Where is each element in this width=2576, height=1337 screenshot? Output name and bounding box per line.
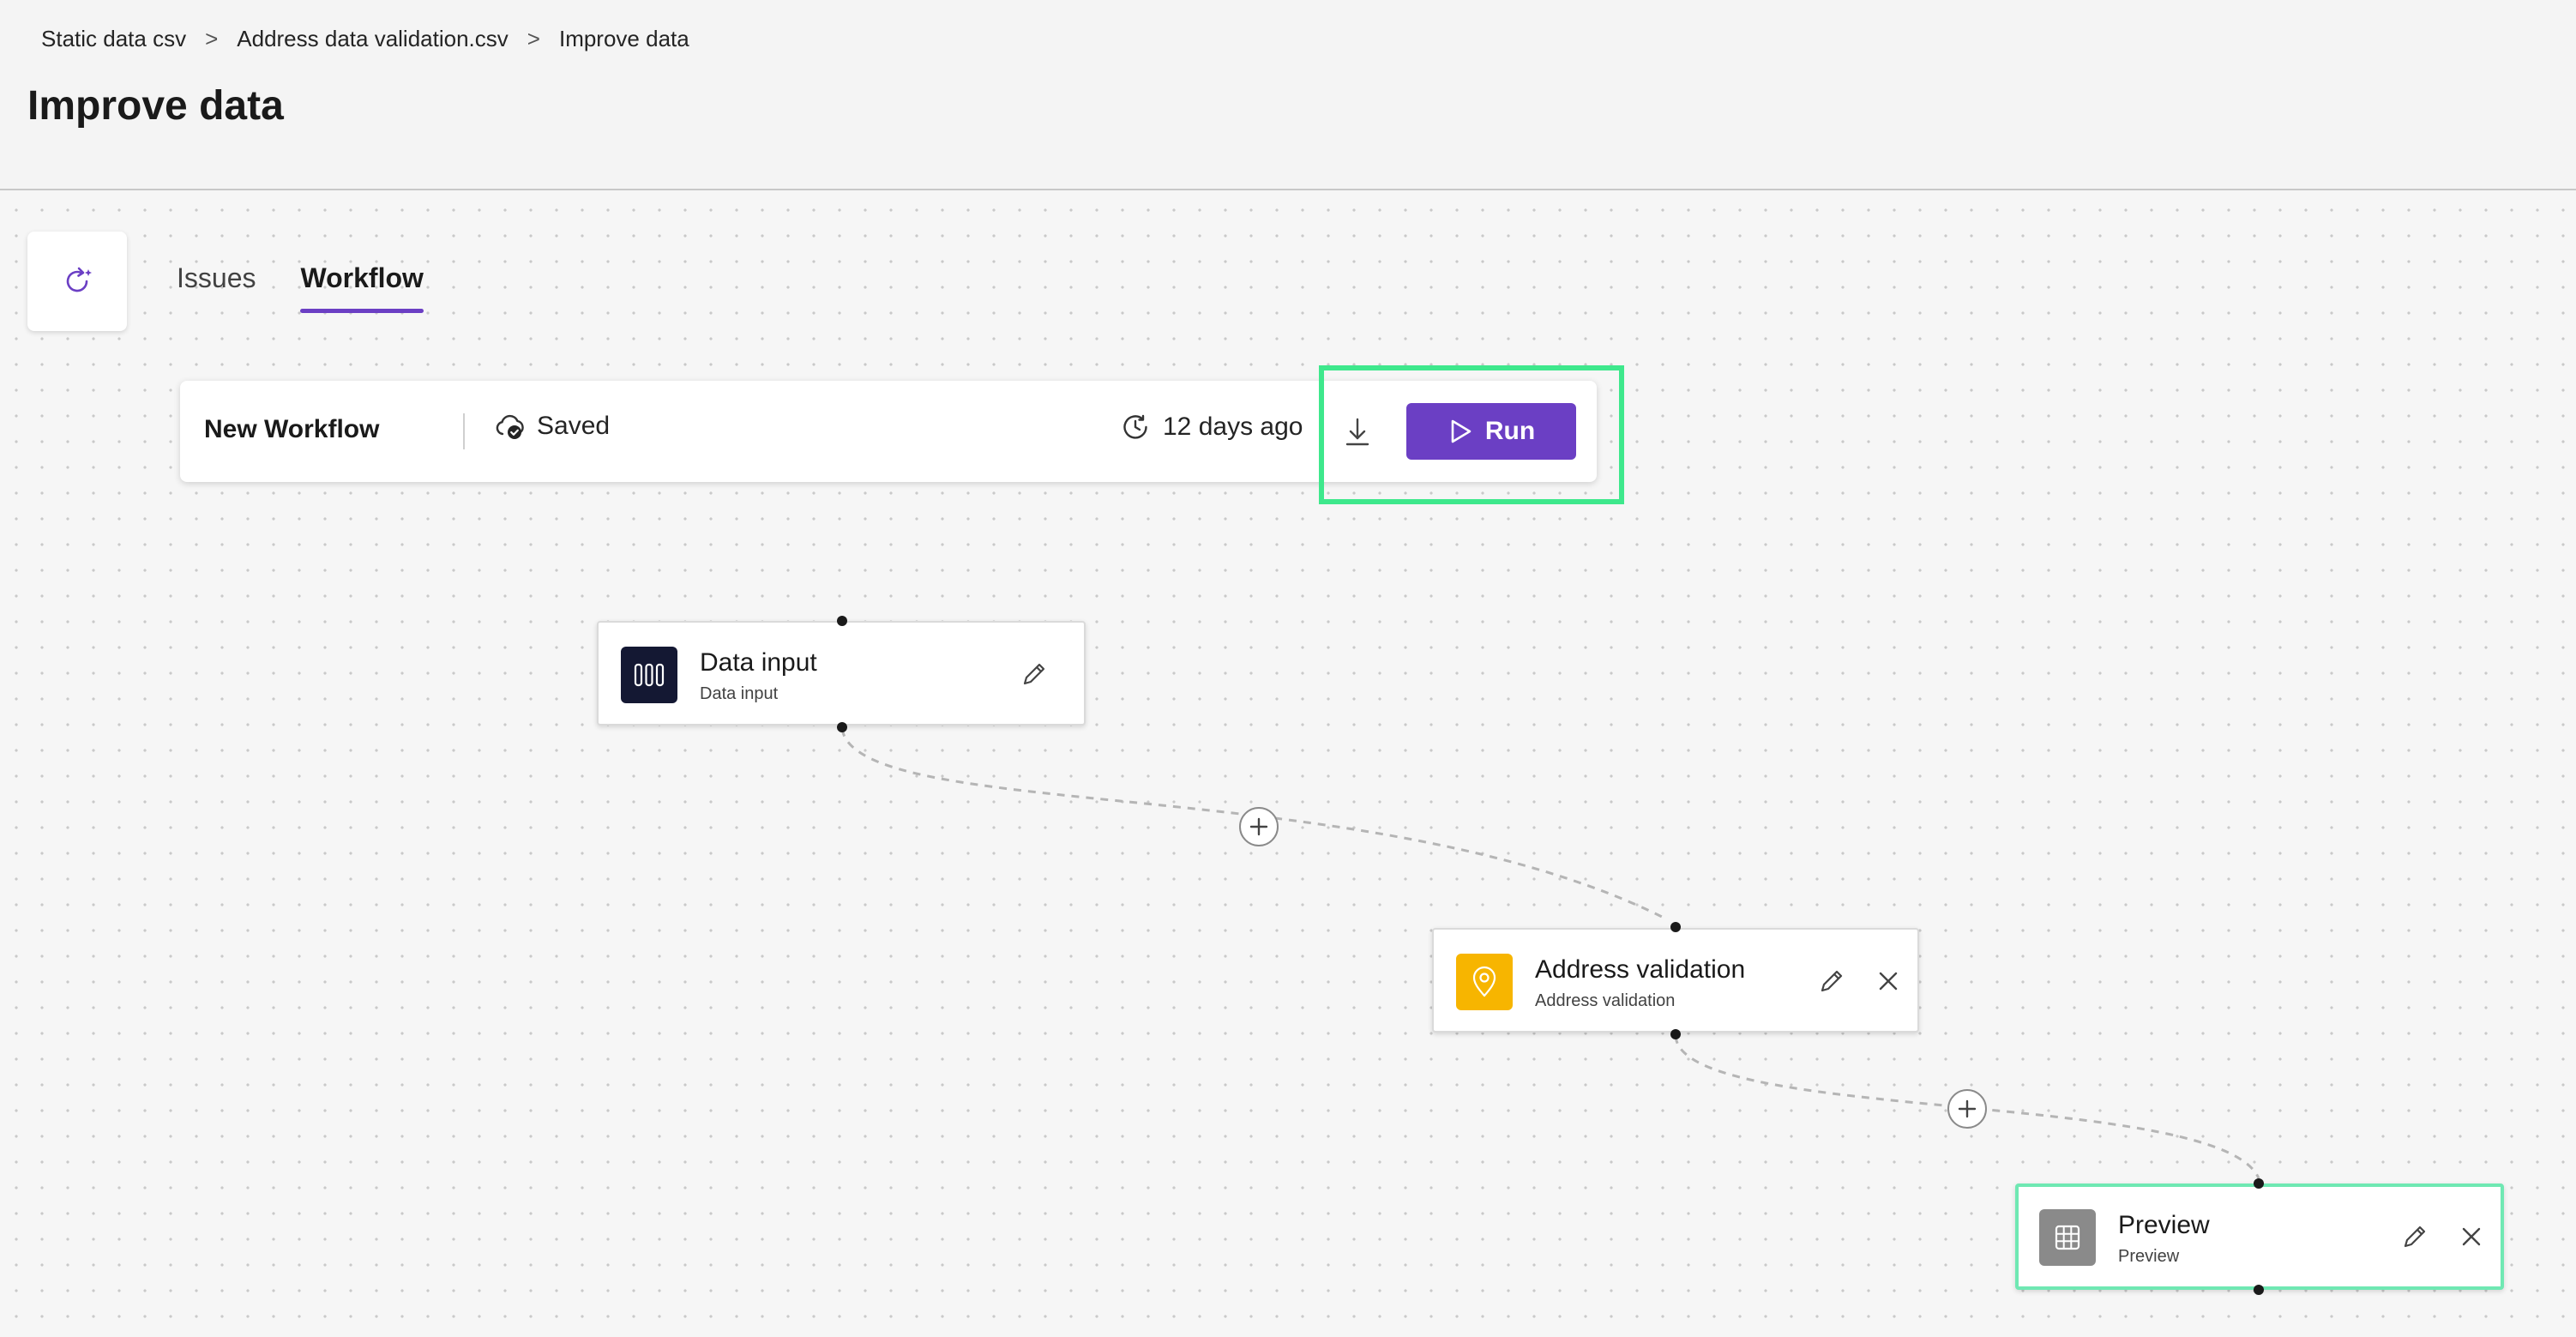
plus-icon — [1249, 817, 1268, 836]
node-output-port[interactable] — [2254, 1285, 2264, 1295]
cloud-check-icon — [496, 414, 524, 439]
table-grid-icon — [2039, 1209, 2096, 1266]
node-output-port[interactable] — [837, 722, 847, 732]
add-step-button[interactable] — [1239, 807, 1279, 846]
save-status-label: Saved — [537, 412, 611, 440]
save-status: Saved — [494, 412, 610, 441]
add-step-button[interactable] — [1947, 1089, 1987, 1129]
tab-bar: Issues Workflow — [177, 262, 424, 313]
pencil-icon — [1023, 663, 1045, 685]
refresh-button[interactable] — [27, 232, 127, 331]
tab-workflow[interactable]: Workflow — [300, 262, 424, 313]
edit-node-button[interactable] — [2396, 1218, 2434, 1256]
edit-node-button[interactable] — [1813, 962, 1851, 1000]
workflow-node-preview[interactable]: Preview Preview — [2015, 1183, 2504, 1290]
workflow-canvas[interactable] — [0, 190, 2576, 1337]
breadcrumb-separator: > — [527, 26, 540, 51]
node-title: Address validation — [1535, 955, 1746, 984]
node-input-port[interactable] — [837, 616, 847, 626]
node-input-port[interactable] — [2254, 1178, 2264, 1189]
download-button[interactable] — [1336, 410, 1379, 453]
plus-icon — [1958, 1099, 1977, 1118]
node-subtitle: Data input — [700, 684, 779, 703]
close-icon — [2462, 1227, 2481, 1246]
workflow-name[interactable]: New Workflow — [204, 415, 380, 443]
clock-icon — [1123, 414, 1147, 439]
last-modified-label: 12 days ago — [1163, 413, 1303, 441]
play-icon — [1451, 419, 1472, 443]
close-icon — [1879, 972, 1898, 991]
pencil-icon — [2404, 1226, 2426, 1248]
page-title: Improve data — [27, 83, 284, 129]
workflow-node-address-validation[interactable]: Address validation Address validation — [1432, 928, 1919, 1033]
breadcrumb: Static data csv > Address data validatio… — [41, 26, 689, 52]
pencil-icon — [1821, 970, 1843, 992]
breadcrumb-item-current: Improve data — [558, 26, 689, 51]
download-icon — [1345, 418, 1369, 446]
node-subtitle: Preview — [2118, 1247, 2180, 1266]
run-button-label: Run — [1484, 417, 1536, 445]
workflow-toolbar: New Workflow Saved 12 days ago Run — [180, 381, 1597, 482]
refresh-icon — [66, 267, 92, 292]
node-title: Data input — [700, 648, 817, 677]
node-input-port[interactable] — [1670, 922, 1681, 932]
delete-node-button[interactable] — [1869, 962, 1907, 1000]
last-modified: 12 days ago — [1120, 412, 1303, 443]
location-pin-icon — [1456, 954, 1513, 1010]
breadcrumb-separator: > — [205, 26, 219, 51]
toolbar-divider — [463, 413, 465, 449]
edit-node-button[interactable] — [1015, 655, 1053, 693]
breadcrumb-item-static-data[interactable]: Static data csv — [41, 26, 187, 51]
tab-issues[interactable]: Issues — [177, 262, 256, 293]
breadcrumb-item-address-file[interactable]: Address data validation.csv — [237, 26, 509, 51]
node-title: Preview — [2118, 1211, 2210, 1239]
delete-node-button[interactable] — [2453, 1218, 2490, 1256]
workflow-node-data-input[interactable]: Data input Data input — [597, 621, 1086, 726]
run-button[interactable]: Run — [1406, 403, 1576, 460]
page-header: Static data csv > Address data validatio… — [0, 0, 2576, 190]
node-subtitle: Address validation — [1535, 991, 1676, 1010]
data-columns-icon — [621, 647, 677, 703]
node-output-port[interactable] — [1670, 1029, 1681, 1039]
